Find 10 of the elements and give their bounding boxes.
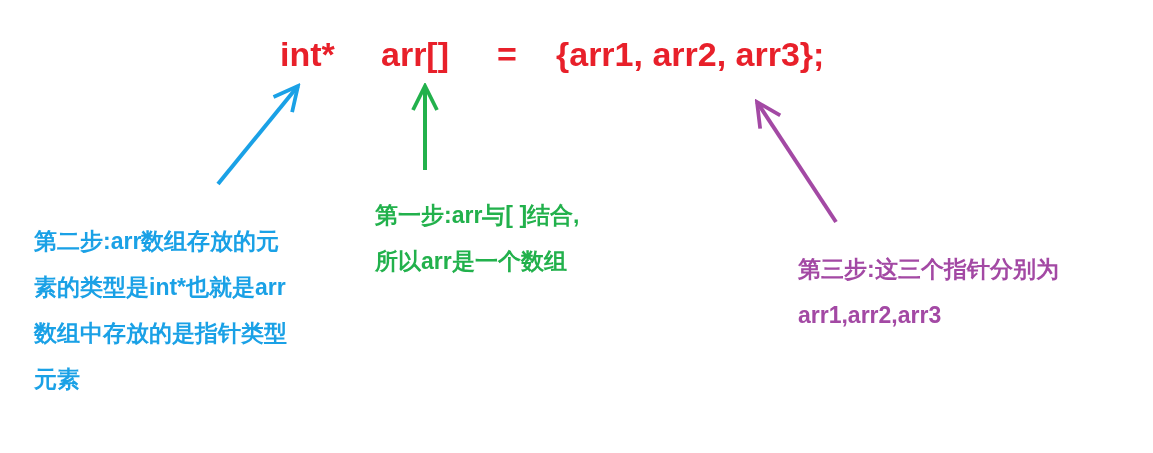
annotation-text: 第二步:arr数组存放的元素的类型是int*也就是arr数组中存放的是指针类型元素 bbox=[34, 184, 302, 402]
code-token: arr[] bbox=[381, 34, 450, 86]
code-token: int* bbox=[280, 34, 335, 86]
arrow bbox=[216, 84, 300, 186]
arrow bbox=[411, 84, 439, 170]
annotation-text: 第三步:这三个指针分别为arr1,arr2,arr3 bbox=[798, 222, 1118, 338]
annotation-text: 第一步:arr与[ ]结合,所以arr是一个数组 bbox=[375, 170, 587, 284]
code-token: = bbox=[497, 34, 517, 74]
arrow bbox=[755, 100, 838, 224]
code-token: {arr1, arr2, arr3}; bbox=[556, 34, 825, 102]
